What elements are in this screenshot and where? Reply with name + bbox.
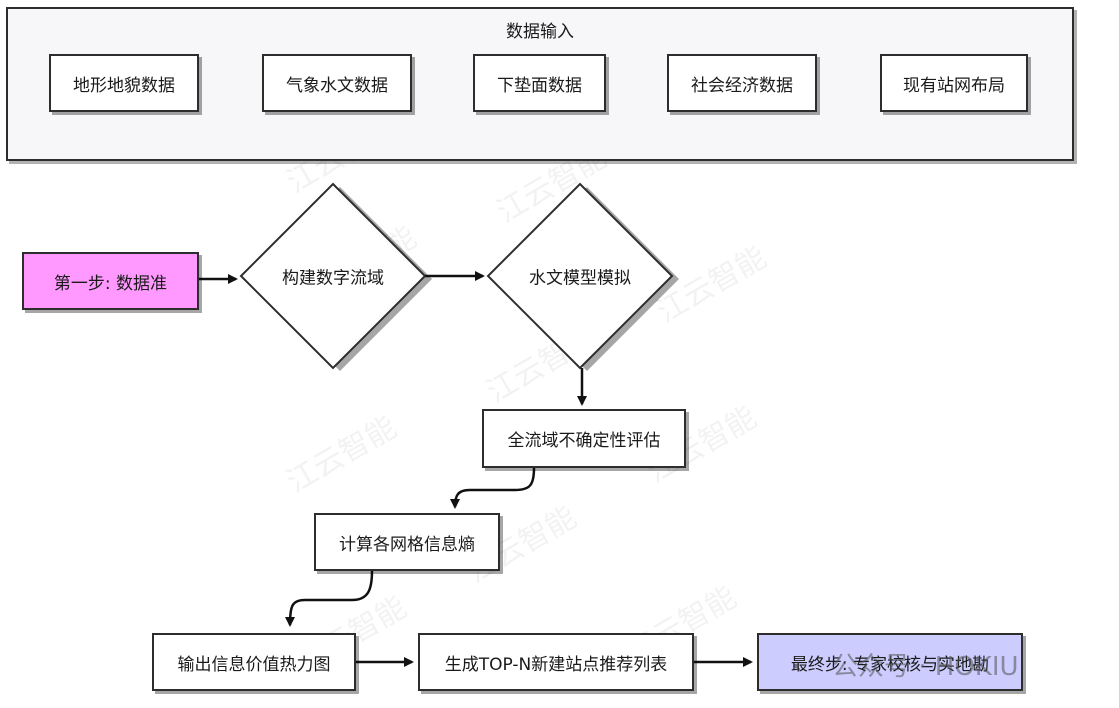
step-uncertainty[interactable]: 全流域不确定性评估	[482, 409, 686, 468]
input-meteo-hydro[interactable]: 气象水文数据	[262, 54, 412, 112]
input-label: 社会经济数据	[691, 75, 793, 96]
container-title: 数据输入	[506, 22, 574, 42]
label-hydro-model: 水文模型模拟	[529, 268, 631, 289]
step-heatmap[interactable]: 输出信息价值热力图	[152, 633, 356, 691]
step-label: 全流域不确定性评估	[507, 431, 661, 451]
edge-uncertainty-to-entropy	[450, 467, 536, 509]
step-label: 计算各网格信息熵	[339, 534, 475, 555]
input-socioeconomic[interactable]: 社会经济数据	[667, 54, 817, 112]
input-existing-network[interactable]: 现有站网布局	[880, 54, 1028, 112]
credit-watermark: 公众号 · HOKIU	[832, 652, 1019, 682]
input-terrain[interactable]: 地形地貌数据	[49, 54, 199, 112]
step-label: 最终步: 专家校核与实地勘	[790, 654, 990, 675]
input-label: 下垫面数据	[497, 75, 582, 96]
input-label: 地形地貌数据	[73, 75, 175, 96]
step-final[interactable]: 最终步: 专家校核与实地勘	[757, 633, 1023, 691]
label-build-basin: 构建数字流域	[282, 268, 384, 289]
input-label: 气象水文数据	[286, 75, 388, 96]
diamond-build-basin[interactable]	[239, 182, 432, 371]
step-topn[interactable]: 生成TOP-N新建站点推荐列表	[418, 633, 694, 691]
step-label: 第一步: 数据准	[53, 273, 168, 294]
step-entropy[interactable]: 计算各网格信息熵	[314, 513, 500, 571]
step-label: 生成TOP-N新建站点推荐列表	[444, 654, 668, 675]
input-label: 现有站网布局	[903, 75, 1005, 96]
input-underlying-surface[interactable]: 下垫面数据	[473, 54, 606, 112]
step-start[interactable]: 第一步: 数据准	[22, 252, 199, 310]
diamond-hydro-model[interactable]	[486, 182, 679, 371]
edge-entropy-to-heatmap	[285, 570, 374, 627]
step-label: 输出信息价值热力图	[177, 654, 331, 675]
